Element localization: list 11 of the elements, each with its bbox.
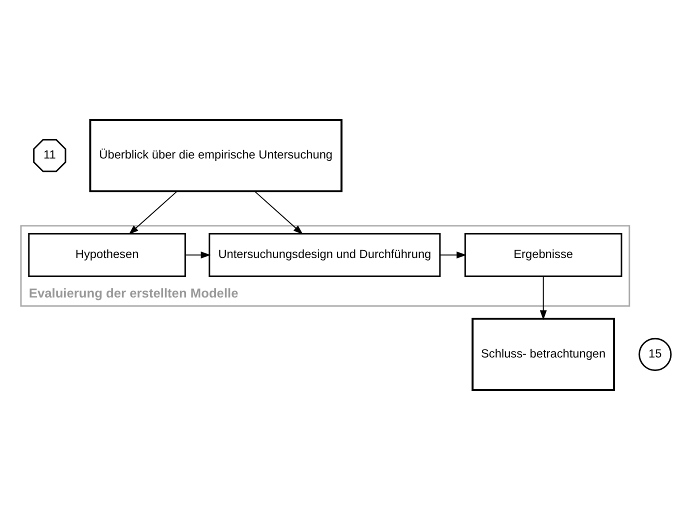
node-box: Hypothesen [28, 232, 186, 277]
arrow [128, 190, 178, 234]
arrow [440, 251, 467, 258]
node-box: Untersuchungsdesign und Durchführung [208, 232, 441, 277]
node-box: Überblick über die empirische Untersuchung [89, 118, 342, 192]
arrow [254, 190, 304, 234]
node-circle: 15 [638, 337, 672, 370]
arrow [184, 251, 211, 258]
arrow [540, 276, 547, 320]
node-box: Schluss- betrachtungen [472, 317, 616, 391]
node-box: Ergebnisse [464, 232, 622, 277]
